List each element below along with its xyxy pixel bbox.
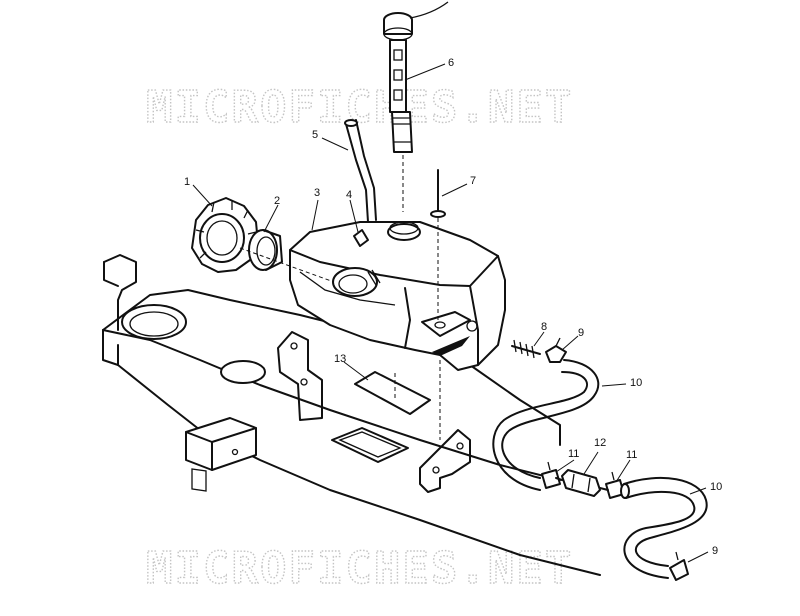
callout-3: 3 bbox=[314, 187, 320, 199]
fuel-cap bbox=[191, 197, 259, 273]
callout-9-top: 9 bbox=[578, 327, 584, 339]
mounting-pin bbox=[430, 169, 446, 320]
fuel-tank bbox=[289, 221, 506, 371]
callout-10-top: 10 bbox=[630, 377, 642, 389]
callout-11-left: 11 bbox=[568, 448, 579, 460]
callout-9-bottom: 9 bbox=[712, 545, 718, 557]
clamp-11-left bbox=[541, 461, 561, 489]
callout-13: 13 bbox=[334, 353, 346, 365]
fuel-gauge bbox=[383, 1, 449, 212]
fuel-hose-lower bbox=[620, 476, 708, 579]
clamp-9-top bbox=[545, 337, 567, 363]
rubber-pad bbox=[354, 370, 431, 415]
callout-7: 7 bbox=[470, 175, 476, 187]
callout-4: 4 bbox=[346, 189, 352, 201]
callout-labels: 1 2 3 4 5 6 7 8 9 10 11 12 11 10 9 13 bbox=[184, 57, 722, 557]
callout-11-right: 11 bbox=[626, 449, 637, 461]
callout-2: 2 bbox=[274, 195, 280, 207]
clamp-9-bottom bbox=[669, 551, 689, 581]
watermark-bottom: MICROFICHES.NET bbox=[146, 543, 573, 594]
vent-hose bbox=[344, 119, 377, 223]
leader-lines bbox=[192, 63, 709, 563]
petcock-fitting bbox=[511, 339, 541, 359]
watermark-top: MICROFICHES.NET bbox=[146, 82, 573, 133]
callout-5: 5 bbox=[312, 129, 318, 141]
callout-1: 1 bbox=[184, 176, 190, 188]
fuel-filter bbox=[555, 469, 609, 497]
callout-10-bottom: 10 bbox=[710, 481, 722, 493]
callout-6: 6 bbox=[448, 57, 454, 69]
frame bbox=[102, 254, 601, 576]
cap-gasket bbox=[248, 229, 283, 271]
callout-8: 8 bbox=[541, 321, 547, 333]
fuel-hose-upper bbox=[492, 359, 600, 491]
callout-12: 12 bbox=[594, 437, 606, 449]
